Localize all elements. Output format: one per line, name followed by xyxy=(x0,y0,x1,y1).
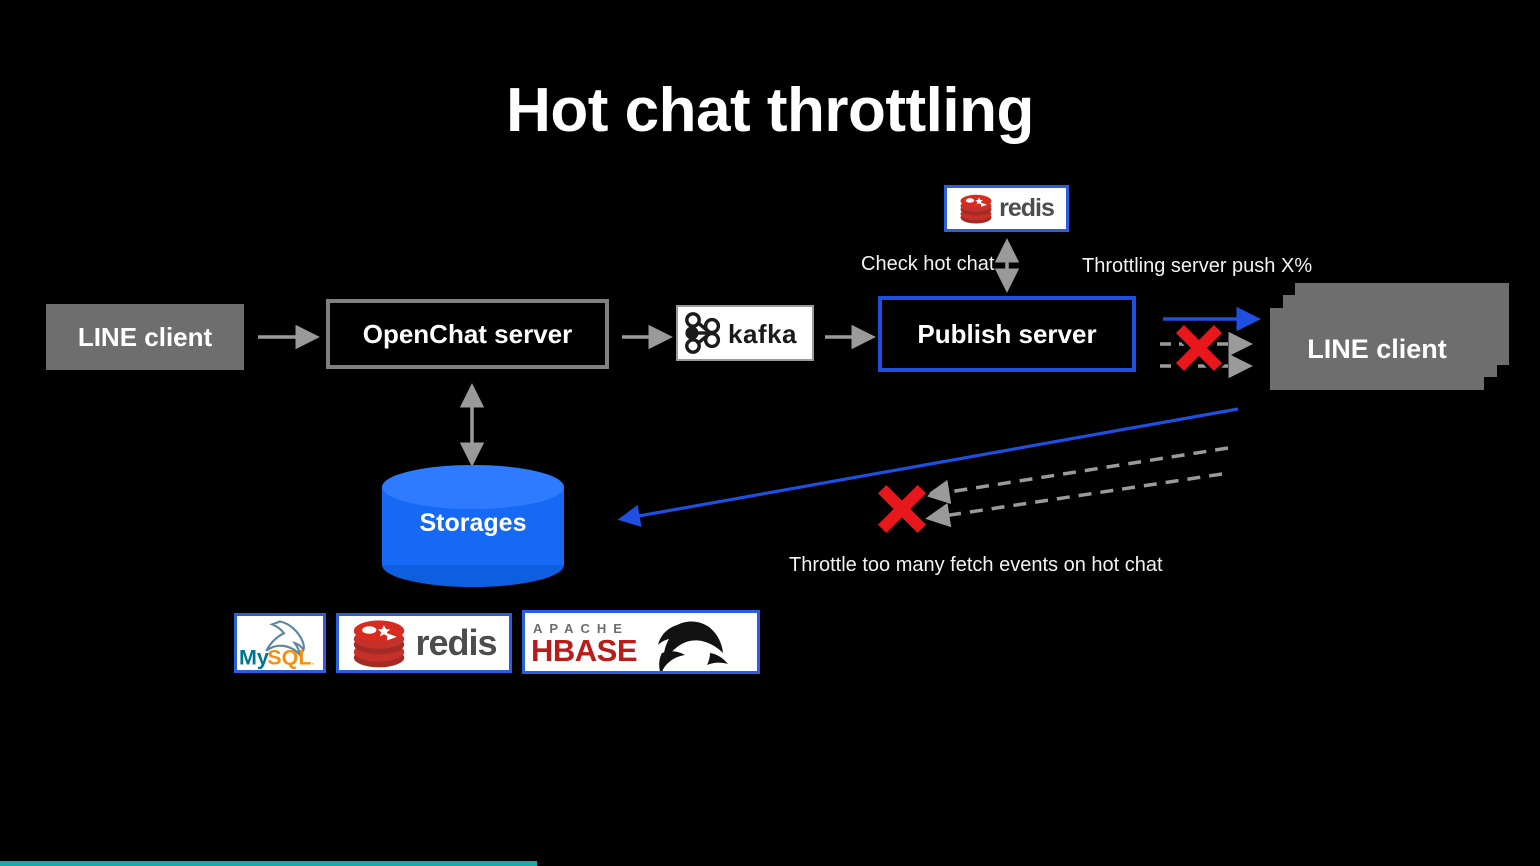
svg-text:.: . xyxy=(311,655,314,668)
redis-logo-text-bottom: redis xyxy=(415,622,497,663)
progress-bar-fill xyxy=(0,861,537,866)
node-openchat-server[interactable]: OpenChat server xyxy=(326,299,609,369)
mysql-word-secondary: SQL xyxy=(267,646,311,670)
page-title: Hot chat throttling xyxy=(506,76,1034,145)
node-line-client-left-label: LINE client xyxy=(77,321,213,352)
hbase-word-main: HBASE xyxy=(531,633,637,668)
mysql-logo-box: My SQL . xyxy=(234,613,326,673)
node-line-client-left[interactable]: LINE client xyxy=(46,304,244,370)
progress-bar-track[interactable] xyxy=(0,861,1540,866)
node-line-client-right-label: LINE client xyxy=(1307,333,1447,364)
node-openchat-server-label: OpenChat server xyxy=(362,318,573,349)
hbase-logo-box: APACHE HBASE xyxy=(522,610,760,674)
arrow-fetch-blocked-2 xyxy=(925,472,1223,528)
svg-text:kafka: kafka xyxy=(728,319,797,349)
label-check-hot-chat: Check hot chat xyxy=(861,253,995,275)
redis-stack-icon-bottom xyxy=(354,620,405,668)
node-storages-label: Storages xyxy=(419,509,527,537)
node-publish-server-label: Publish server xyxy=(917,318,1097,349)
redis-stack-icon xyxy=(960,194,992,223)
node-publish-server[interactable]: Publish server xyxy=(878,296,1136,372)
arrow-fetch-blocked-1 xyxy=(925,446,1229,505)
hbase-orca-icon xyxy=(658,621,728,671)
mysql-logo: My SQL . xyxy=(239,620,315,670)
kafka-logo: kafka xyxy=(685,312,797,354)
node-kafka[interactable]: kafka xyxy=(676,305,814,361)
red-x-block-marker-top xyxy=(1172,321,1226,375)
red-x-block-marker-bottom xyxy=(873,480,931,538)
hbase-logo: APACHE HBASE xyxy=(531,621,728,671)
arrow-fetch-allowed xyxy=(617,407,1239,527)
node-storages[interactable]: Storages xyxy=(382,465,564,587)
mysql-word-primary: My xyxy=(239,646,269,670)
redis-logo-box-bottom: redis xyxy=(336,613,512,673)
label-throttle-fetch-events: Throttle too many fetch events on hot ch… xyxy=(789,554,1163,576)
storages-cylinder-top xyxy=(382,465,564,509)
redis-logo-box: redis xyxy=(944,185,1069,232)
label-throttling-server-push: Throttling server push X% xyxy=(1082,255,1313,277)
node-line-client-right[interactable]: LINE client xyxy=(1270,308,1484,390)
hbase-word-top: APACHE xyxy=(533,621,629,636)
redis-logo-text: redis xyxy=(999,194,1055,222)
